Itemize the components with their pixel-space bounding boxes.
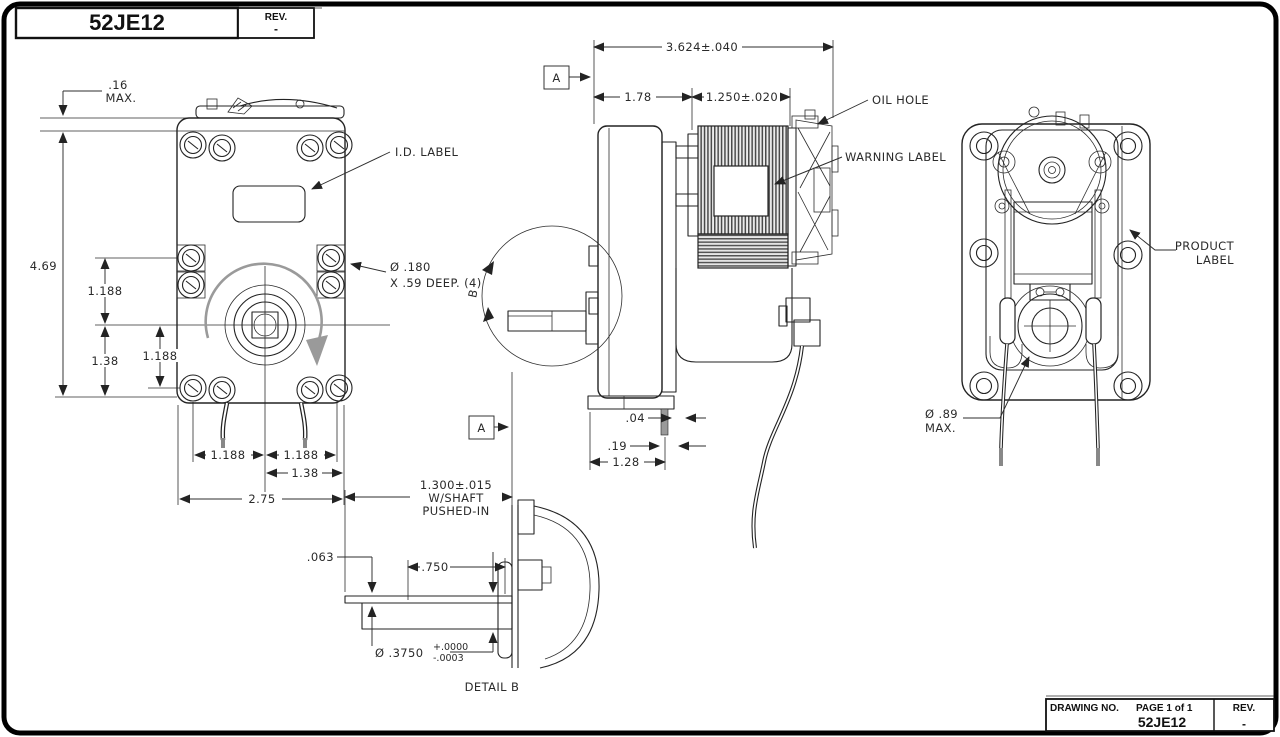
motor-bracket bbox=[985, 129, 1119, 371]
dim-16-max: MAX. bbox=[106, 91, 137, 105]
product-label-callout-line1: PRODUCT bbox=[1175, 239, 1235, 253]
front-view: .16 MAX. 4.69 1.188 1.38 1.188 1.188 1.1… bbox=[30, 78, 482, 506]
output-shaft-hub bbox=[224, 284, 306, 366]
dim-1300: 1.300±.015 bbox=[420, 478, 492, 492]
dim-1250: 1.250±.020 bbox=[706, 90, 778, 104]
end-bell bbox=[992, 106, 1112, 225]
gearbox-housing-front bbox=[176, 117, 346, 404]
dim-138-bottom: 1.38 bbox=[291, 466, 318, 480]
gearbox-top-dome bbox=[239, 98, 338, 109]
dim-063: .063 bbox=[307, 550, 334, 564]
datum-a-top-box bbox=[543, 65, 570, 90]
title-rev-label: REV. bbox=[265, 12, 288, 23]
motor-side bbox=[675, 109, 839, 549]
dim-750: .750 bbox=[421, 560, 448, 574]
dim-178: 1.78 bbox=[624, 90, 651, 104]
detail-housing-bulge bbox=[533, 505, 600, 669]
rear-lead-wires bbox=[999, 297, 1102, 466]
rotation-arrow bbox=[204, 262, 328, 366]
footer-rev-value: - bbox=[1242, 717, 1246, 731]
dim-shaft-dia-tol-plus: +.0000 bbox=[433, 642, 468, 653]
title-drawing-number: 52JE12 bbox=[89, 10, 165, 35]
dim-1188-right: 1.188 bbox=[143, 349, 178, 363]
oil-hole-callout: OIL HOLE bbox=[872, 93, 929, 107]
warning-label-callout: WARNING LABEL bbox=[845, 150, 946, 164]
product-label-callout-line2: LABEL bbox=[1196, 253, 1234, 267]
dim-1188-upper: 1.188 bbox=[88, 284, 123, 298]
dim-shaft-dia: Ø .3750 bbox=[375, 646, 423, 660]
dim-1300-note1: W/SHAFT bbox=[428, 491, 484, 505]
dim-128: 1.28 bbox=[612, 455, 639, 469]
footer-drawing-no-label: DRAWING NO. bbox=[1050, 703, 1119, 714]
dim-138-left: 1.38 bbox=[91, 354, 118, 368]
shaft-flat bbox=[344, 595, 513, 604]
hole-callout-depth: X .59 DEEP. (4) bbox=[390, 276, 482, 290]
footer-drawing-number: 52JE12 bbox=[1138, 714, 1186, 730]
front-screws bbox=[176, 131, 353, 404]
dim-89: Ø .89 bbox=[925, 407, 958, 421]
hole-callout-dia: Ø .180 bbox=[390, 260, 431, 274]
oil-hole-tube bbox=[804, 109, 816, 120]
dim-3624: 3.624±.040 bbox=[666, 40, 738, 54]
title-rev-value: - bbox=[274, 22, 278, 36]
side-lead-wire bbox=[751, 345, 804, 549]
detail-b-caption: DETAIL B bbox=[465, 680, 520, 694]
dim-1188-bottom-left: 1.188 bbox=[211, 448, 246, 462]
footer-block: DRAWING NO. PAGE 1 of 1 52JE12 REV. - bbox=[1045, 695, 1275, 732]
gearbox-side bbox=[597, 125, 663, 399]
dim-1300-note2: PUSHED-IN bbox=[422, 504, 489, 518]
detail-b-view: A 1.300±.015 W/SHAFT PUSHED-IN .063 .75 bbox=[307, 415, 600, 694]
vent-nub bbox=[227, 97, 253, 115]
dim-275: 2.75 bbox=[248, 492, 275, 506]
shaft-body bbox=[361, 602, 513, 630]
dim-shaft-dia-tol-minus: -.0003 bbox=[433, 653, 464, 664]
stator-rear bbox=[1013, 201, 1093, 285]
datum-a-bottom: A bbox=[477, 421, 485, 435]
detail-b-marker: B bbox=[465, 288, 480, 299]
dim-469: 4.69 bbox=[30, 259, 57, 273]
id-label-plate bbox=[232, 185, 306, 223]
footer-page-label: PAGE 1 of 1 bbox=[1136, 703, 1193, 714]
output-shaft-side bbox=[507, 291, 599, 345]
footer-rev-label: REV. bbox=[1233, 703, 1256, 714]
rear-view: PRODUCT LABEL Ø .89 MAX. bbox=[925, 106, 1235, 466]
datum-a-top: A bbox=[552, 71, 560, 85]
title-block: 52JE12 REV. - bbox=[14, 6, 322, 40]
id-label-callout: I.D. LABEL bbox=[395, 145, 459, 159]
mounting-stud bbox=[660, 408, 669, 436]
warning-label-plate bbox=[713, 165, 769, 217]
side-view: B bbox=[465, 40, 946, 549]
dim-04: .04 bbox=[626, 411, 646, 425]
dim-1188-bottom-right: 1.188 bbox=[284, 448, 319, 462]
detail-b-circle: B bbox=[465, 225, 623, 367]
gearbox-foot bbox=[587, 395, 675, 410]
dim-16: .16 bbox=[108, 78, 128, 92]
dim-89-max: MAX. bbox=[925, 421, 956, 435]
datum-a-bottom-box bbox=[468, 415, 495, 440]
dim-19: .19 bbox=[608, 439, 628, 453]
